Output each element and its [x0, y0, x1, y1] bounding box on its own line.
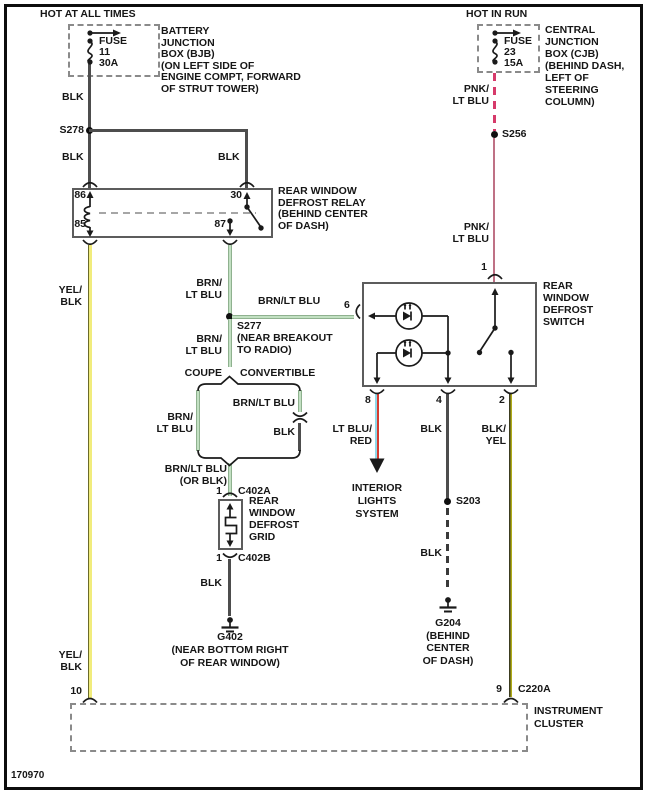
wire-ltblu-red [375, 393, 379, 459]
bjb-fuse-label: FUSE 11 30A [99, 35, 128, 69]
instrument-cluster-label: INSTRUMENT CLUSTER [534, 705, 603, 730]
interior-lights-label: INTERIOR LIGHTS SYSTEM [351, 482, 403, 520]
relay-label: REAR WINDOW DEFROST RELAY (BEHIND CENTER… [278, 185, 368, 232]
ground-g204-label: G204 (BEHIND CENTER OF DASH) [422, 617, 474, 667]
splice-s256-label: S256 [502, 128, 527, 140]
wire-brn-ltblu-s277 [228, 319, 232, 367]
wire-brn-ltblu-to-switch [232, 315, 354, 319]
grid-label: REAR WINDOW DEFROST GRID [249, 495, 300, 543]
splice-s203-dot [444, 498, 451, 505]
instrument-cluster-box [70, 703, 528, 752]
wire-label-ltblu-red: LT BLU/ RED [332, 423, 372, 447]
switch-box [362, 282, 537, 387]
wire-label-brn-ltblu-s277: BRN/ LT BLU [185, 333, 222, 357]
switch-label: REAR WINDOW DEFROST SWITCH [543, 280, 594, 328]
wire-blk-switch4 [446, 393, 449, 499]
wire-brn-ltblu-convertible [298, 390, 302, 412]
grid-top-pin: 1 [216, 485, 222, 497]
wire-label-brn-ltblu-switch: BRN/LT BLU [258, 295, 321, 307]
wire-brn-ltblu-relay [228, 245, 232, 319]
wire-label-blk-yel: BLK/ YEL [481, 423, 507, 447]
bjb-box-label: BATTERY JUNCTION BOX (BJB) (ON LEFT SIDE… [161, 25, 301, 95]
relay-pin-85: 85 [74, 218, 86, 230]
switch-pin-6: 6 [344, 299, 350, 311]
wire-blk-s278-horizontal [89, 129, 247, 132]
switch-pin-1: 1 [481, 261, 487, 273]
hot-at-all-times-label: HOT AT ALL TIMES [40, 8, 136, 20]
wire-label-brn-ltblu-convertible: BRN/LT BLU [232, 397, 295, 409]
grid-box [218, 499, 243, 550]
wire-label-brn-ltblu-or-blk: BRN/LT BLU (OR BLK) [164, 463, 227, 487]
switch-pin-2: 2 [499, 394, 505, 406]
cluster-connector-c220a: C220A [518, 683, 551, 695]
wire-blk-yel [509, 393, 512, 697]
wire-label-blk-left: BLK [62, 151, 84, 163]
relay-pin-86: 86 [74, 189, 86, 201]
hot-in-run-label: HOT IN RUN [466, 8, 528, 20]
wire-label-blk-convertible: BLK [273, 426, 295, 438]
grid-top-connector: C402A [238, 485, 271, 497]
relay-pin-87: 87 [214, 218, 226, 230]
splice-s277-dot [226, 313, 233, 320]
splice-s278-label: S278 [59, 124, 84, 136]
cjb-box [477, 24, 540, 73]
wire-brn-ltblu-coupe [196, 390, 200, 451]
branch-coupe-label: COUPE [184, 367, 222, 379]
wire-blk-grid [228, 559, 231, 616]
wire-label-yel-blk-upper: YEL/ BLK [58, 284, 82, 308]
switch-pin-8: 8 [365, 394, 371, 406]
relay-box [72, 188, 273, 238]
cluster-pin-9: 9 [496, 683, 502, 695]
wire-label-blk-grid: BLK [200, 577, 222, 589]
wire-blk-s278-right [245, 129, 248, 188]
ground-g402-label: G402 (NEAR BOTTOM RIGHT OF REAR WINDOW) [171, 631, 289, 669]
wire-label-blk-bjb: BLK [62, 91, 84, 103]
diagram-number: 170970 [11, 770, 45, 781]
wire-label-yel-blk-lower: YEL/ BLK [58, 649, 82, 673]
splice-s277-label: S277 (NEAR BREAKOUT TO RADIO) [237, 320, 333, 356]
wire-label-pnk-ltblu-lower: PNK/ LT BLU [452, 221, 489, 245]
switch-pin-4: 4 [436, 394, 442, 406]
cjb-box-label: CENTRAL JUNCTION BOX (CJB) (BEHIND DASH,… [545, 24, 625, 108]
wire-label-brn-ltblu-relay: BRN/ LT BLU [185, 277, 222, 301]
wire-blk-s203-dashed [446, 508, 449, 592]
wire-brn-ltblu-merged [228, 463, 232, 496]
wire-blk-bjb-to-relay [88, 64, 91, 188]
splice-s256-dot [491, 131, 498, 138]
wire-label-blk-s203: BLK [420, 547, 442, 559]
grid-bottom-connector: C402B [238, 552, 271, 564]
grid-bottom-pin: 1 [216, 552, 222, 564]
wire-blk-convertible [298, 423, 301, 451]
wire-label-blk-right: BLK [218, 151, 240, 163]
splice-s203-label: S203 [456, 495, 481, 507]
cjb-fuse-label: FUSE 23 15A [504, 35, 533, 69]
wire-label-brn-ltblu-coupe: BRN/ LT BLU [156, 411, 193, 435]
bjb-box [68, 24, 160, 77]
wire-pnk-ltblu-dashed [493, 73, 496, 131]
cluster-pin-10: 10 [70, 685, 82, 697]
diagram-frame [4, 4, 643, 790]
wire-yel-blk [88, 245, 92, 699]
wire-label-blk-switch4: BLK [420, 423, 442, 435]
wire-pnk-ltblu-solid [493, 138, 495, 283]
relay-pin-30: 30 [230, 189, 242, 201]
branch-convertible-label: CONVERTIBLE [240, 367, 316, 379]
wire-label-pnk-ltblu-upper: PNK/ LT BLU [452, 83, 489, 107]
